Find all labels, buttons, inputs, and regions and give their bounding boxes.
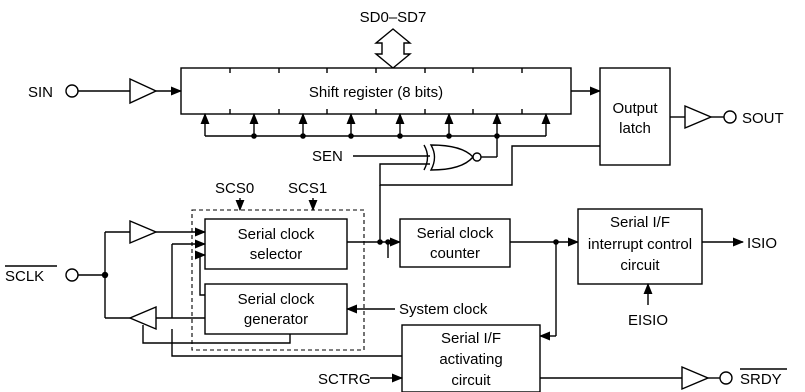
counter-line2: counter [430, 245, 480, 262]
isio-label: ISIO [747, 235, 777, 252]
eisio-label: EISIO [628, 312, 668, 329]
output-latch-line2: latch [619, 120, 651, 137]
activating-circuit-block [401, 324, 541, 392]
sclk-input-buffer-icon [129, 219, 158, 245]
system-clock-label: System clock [399, 301, 488, 318]
interrupt-control-block [577, 208, 703, 285]
xnor-bubble-icon [472, 152, 482, 162]
serial-clock-selector-block [204, 218, 348, 270]
counter-line1: Serial clock [417, 225, 494, 242]
selector-line1: Serial clock [238, 226, 315, 243]
srdy-buffer-icon [681, 365, 710, 391]
interrupt-line2: interrupt control [588, 236, 692, 253]
scs0-label: SCS0 [215, 180, 254, 197]
sout-buffer-icon [684, 104, 713, 130]
activating-line2: activating [439, 351, 502, 368]
generator-line1: Serial clock [238, 291, 315, 308]
shift-register-label: Shift register (8 bits) [309, 84, 443, 101]
sin-label: SIN [28, 84, 53, 101]
sin-buffer-icon [129, 77, 158, 105]
serial-clock-counter-block [399, 218, 511, 268]
selector-line2: selector [250, 246, 303, 263]
scs1-label: SCS1 [288, 180, 327, 197]
sout-pin-icon [723, 110, 737, 124]
activating-line3: circuit [451, 372, 491, 389]
shift-register-block [180, 67, 572, 115]
srdy-pin-icon [719, 371, 733, 385]
output-latch-block [599, 67, 671, 166]
generator-line2: generator [244, 311, 308, 328]
interrupt-line1: Serial I/F [610, 214, 670, 231]
srdy-label: SRDY [740, 371, 782, 388]
sen-label: SEN [312, 148, 343, 165]
xnor-input-curve [423, 144, 429, 171]
sclk-label: SCLK [5, 268, 44, 285]
sin-pin-icon [65, 84, 79, 98]
sd-bus-label: SD0–SD7 [360, 9, 427, 26]
sout-label: SOUT [742, 110, 784, 127]
sclk-pin-icon [65, 268, 79, 282]
xnor-gate-icon [429, 144, 474, 171]
activating-line1: Serial I/F [441, 330, 501, 347]
sd-bus-double-arrow-icon [374, 28, 412, 69]
output-latch-line1: Output [612, 100, 658, 117]
shift-register-cell-dividers [229, 68, 523, 114]
interrupt-line3: circuit [620, 257, 660, 274]
shift-clock-bus [200, 112, 551, 139]
selector-dashed-region [191, 209, 365, 351]
sctrg-label: SCTRG [318, 371, 371, 388]
serial-clock-generator-block [204, 283, 348, 335]
